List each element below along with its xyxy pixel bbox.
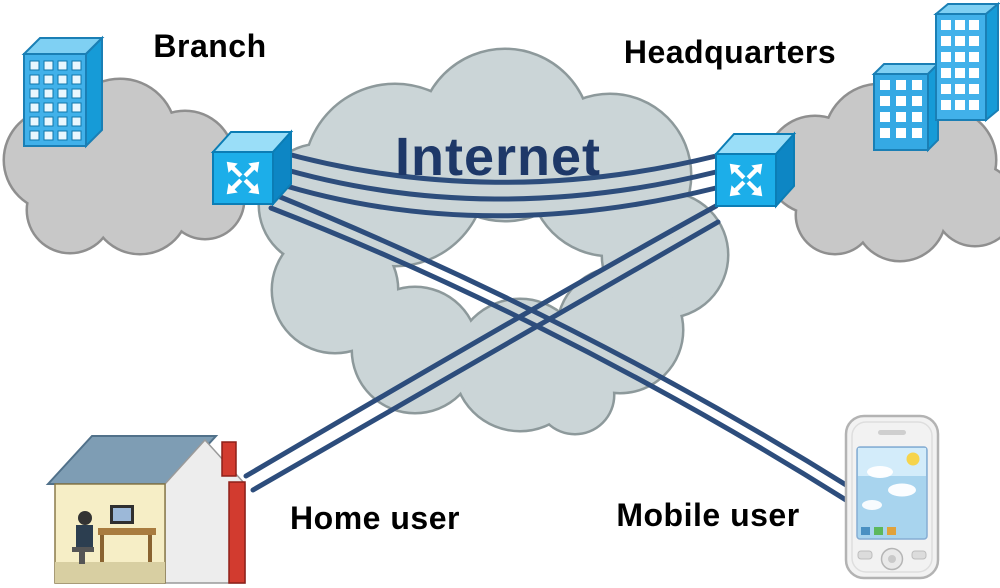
branch-router-icon [213,132,291,204]
home-user-label: Home user [290,500,460,536]
link-branch-hq-2 [270,163,719,202]
phone-soft-key [911,550,927,560]
link-home-2 [250,219,721,493]
link-home-1 [243,203,719,479]
mobile-phone-icon [844,414,940,580]
phone-screen [856,446,928,540]
link-branch-hq-1 [270,147,719,185]
internet-label: Internet [394,127,602,187]
branch-label: Branch [153,28,267,64]
phone-soft-key [857,550,873,560]
headquarters-label: Headquarters [623,34,837,70]
mobile-user-label: Mobile user [616,497,800,533]
link-mobile-2 [268,205,849,503]
link-branch-hq-3 [270,179,719,219]
phone-speaker [878,430,906,435]
headquarters-router-icon [716,134,794,206]
person-at-desk-icon [72,505,156,564]
house-red-panel [228,481,246,584]
headquarters-buildings-icon [871,1,1000,153]
link-mobile-1 [270,191,854,491]
connection-lines [243,147,854,503]
house-chimney [221,441,237,477]
house-icon [45,435,246,584]
branch-building-icon [21,35,105,149]
